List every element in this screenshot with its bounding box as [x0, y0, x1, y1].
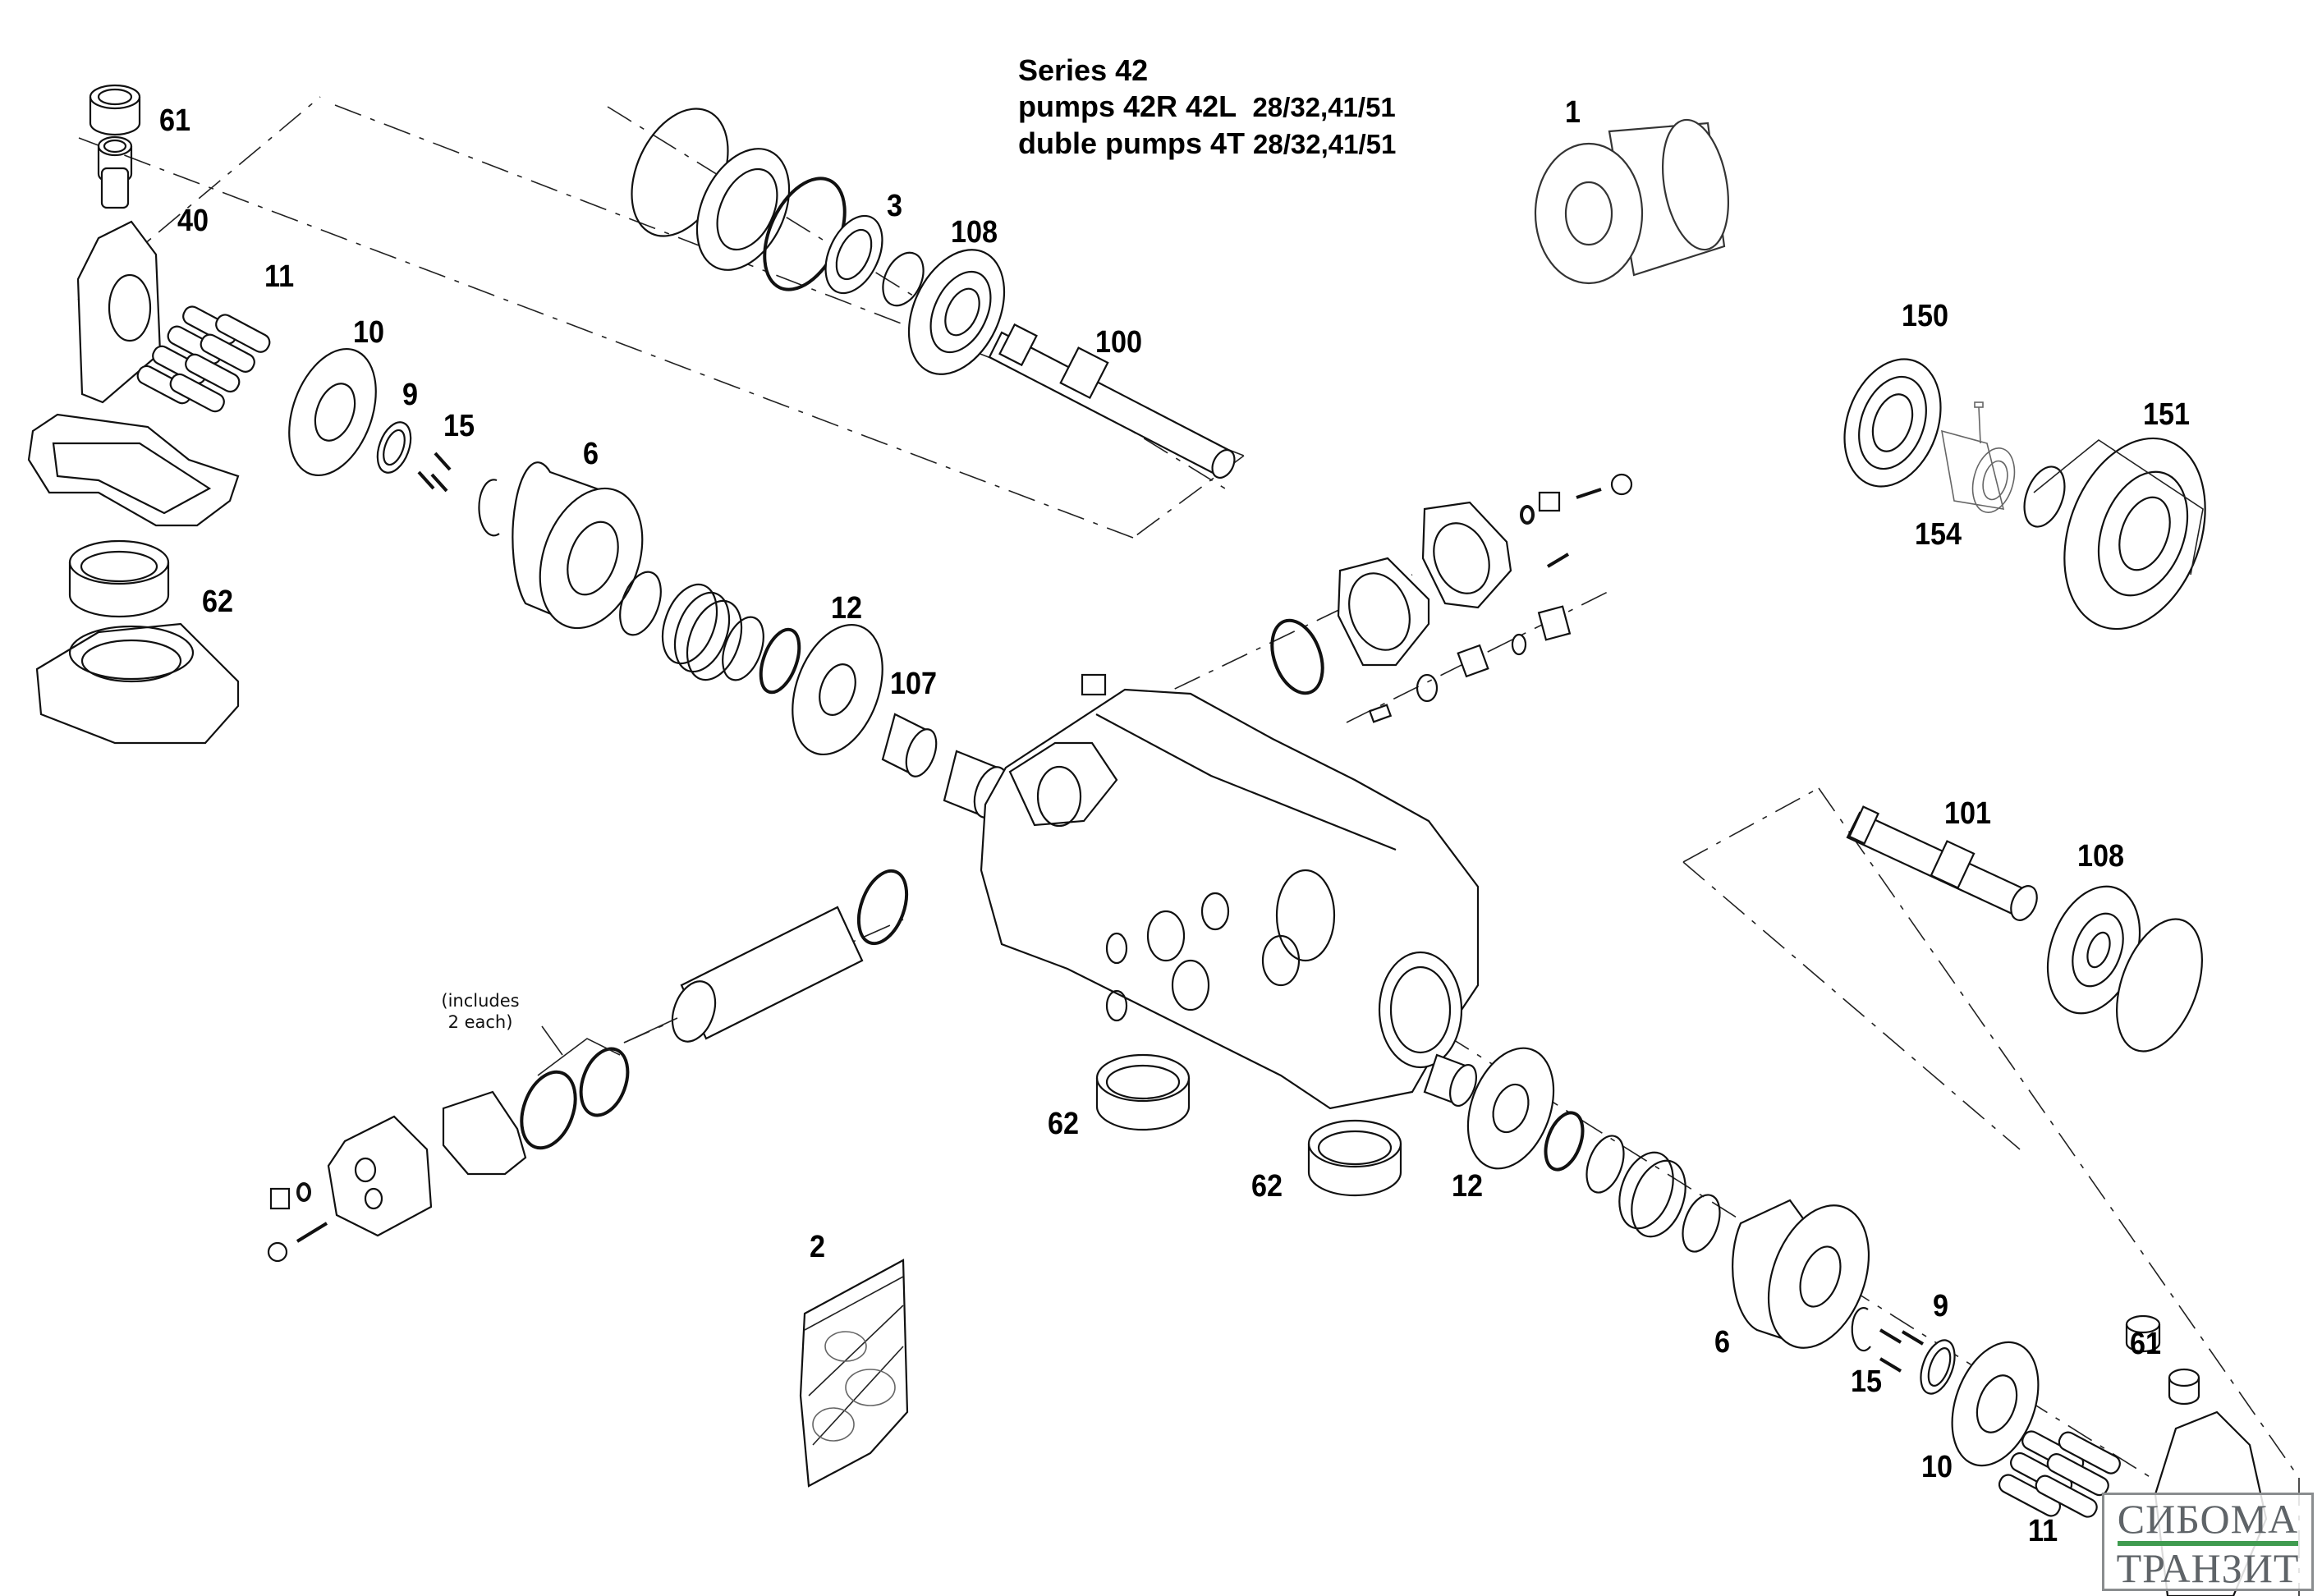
- part-107-needle-bearing-lower: [1423, 1053, 1477, 1107]
- retaining-ring-lower: [1851, 1307, 1871, 1352]
- filter-cartridge: [623, 869, 909, 1043]
- part-62-bearing-left: [68, 539, 170, 618]
- callout-12-top: 12: [831, 591, 863, 626]
- callout-40: 40: [177, 204, 209, 238]
- title-pumps-sizes: 28/32,41/51: [1252, 92, 1396, 122]
- callout-150: 150: [1902, 299, 1949, 333]
- callout-100: 100: [1095, 325, 1143, 360]
- title-double-pumps-model: duble pumps 4T: [1018, 126, 1246, 160]
- callout-12-bottom: 12: [1452, 1169, 1484, 1204]
- callout-61-top: 61: [159, 103, 191, 138]
- part-61-needle-bearing-top: [97, 135, 133, 185]
- part-9-ball-guide-lower: [1920, 1339, 1956, 1395]
- charge-relief-cover-group: [1270, 473, 1633, 723]
- charge-pump-gasket: [442, 1090, 527, 1176]
- part-151-bearing: [2033, 437, 2206, 631]
- note-line-2: 2 each): [447, 1012, 513, 1032]
- part-62-bearing-center: [1307, 1119, 1402, 1197]
- callout-15-bottom: 15: [1851, 1364, 1883, 1399]
- assembly-frame-top-left: [77, 96, 1245, 539]
- shaft-seal-group-top: [631, 108, 847, 291]
- callout-62-center-left: 62: [1048, 1107, 1080, 1141]
- callout-6-top: 6: [583, 437, 599, 471]
- part-11-pistons-top: [136, 305, 271, 413]
- callout-101: 101: [1944, 796, 1992, 831]
- callout-151: 151: [2143, 397, 2191, 432]
- part-11-pistons-lower: [1998, 1430, 2121, 1518]
- callout-10-bottom: 10: [1921, 1450, 1953, 1484]
- title-double-pumps-sizes: 28/32,41/51: [1253, 129, 1397, 159]
- part-101-input-shaft: [1846, 805, 2038, 921]
- title-pumps: pumps 42R 42L 28/32,41/51: [1018, 89, 1396, 126]
- part-62-bearing-center-left: [1095, 1053, 1191, 1131]
- callout-11-top: 11: [264, 259, 295, 294]
- callout-1: 1: [1565, 95, 1581, 130]
- part-108-ball-bearing-right: [2046, 885, 2141, 1015]
- logo-divider-bar: [2118, 1541, 2298, 1546]
- callout-6-bottom: 6: [1714, 1325, 1731, 1360]
- retaining-ring-top: [478, 479, 500, 537]
- part-10-retainer-lower: [1951, 1341, 2040, 1467]
- part-61-bearing-lower: [2125, 1314, 2200, 1406]
- callout-62-center: 62: [1251, 1169, 1283, 1204]
- charge-pump-cover: [267, 1115, 433, 1263]
- callout-62-left: 62: [202, 585, 234, 619]
- part-12-valve-plate-lower: [1466, 1047, 1555, 1170]
- callout-154: 154: [1915, 517, 1962, 552]
- logo-line-1: СИБОМА: [2117, 1496, 2299, 1542]
- part-10-retainer-top: [288, 347, 377, 477]
- title-double-pumps: duble pumps 4T 28/32,41/51: [1018, 126, 1396, 163]
- callout-3: 3: [887, 189, 903, 223]
- spring-set-top: [619, 571, 801, 695]
- part-2-seal-kit-bag: [799, 1259, 909, 1488]
- part-3-shaft-seal: [824, 214, 883, 295]
- sibomatransit-watermark-logo: СИБОМА ТРАНЗИТ: [2102, 1493, 2314, 1591]
- callout-107: 107: [890, 667, 938, 701]
- callout-10-top: 10: [353, 315, 385, 350]
- callout-15-top: 15: [443, 409, 475, 443]
- part-150-gerotor: [1843, 358, 1942, 488]
- part-40-swashplate: [76, 167, 162, 404]
- part-15-pins-top: [417, 452, 452, 493]
- snap-ring-top: [882, 251, 925, 307]
- includes-2-each-note: (includes 2 each): [435, 990, 525, 1033]
- part-108-ball-bearing-top: [907, 249, 1006, 375]
- part-107-needle-bearing: [881, 713, 938, 777]
- ring-151-adjacent: [2023, 466, 2066, 528]
- part-9-ball-guide-top: [376, 421, 412, 474]
- gasket-top-left: [27, 413, 240, 527]
- part-1-cylinder-kit: [1534, 118, 1730, 285]
- title-series: Series 42: [1018, 53, 1149, 87]
- callout-108-top: 108: [951, 215, 998, 250]
- snap-ring-right: [2115, 918, 2204, 1053]
- part-15-pins-lower: [1879, 1328, 1925, 1373]
- callout-108-right: 108: [2077, 839, 2125, 874]
- pump-housing: [980, 673, 1480, 1110]
- part-100-input-shaft: [988, 323, 1236, 479]
- logo-line-2: ТРАНЗИТ: [2116, 1545, 2300, 1591]
- part-6-cylinder-block-lower: [1732, 1199, 1870, 1349]
- part-154-coupling: [1940, 401, 2016, 513]
- callout-9-top: 9: [402, 378, 419, 412]
- callout-61-bottom: 61: [2130, 1327, 2162, 1361]
- o-rings-2-each: [520, 1025, 630, 1150]
- part-61-bushing-top: [89, 84, 141, 136]
- part-6-cylinder-block-top: [512, 461, 644, 630]
- note-line-1: (includes: [441, 991, 520, 1011]
- end-cover-left: [35, 622, 240, 745]
- callout-9-bottom: 9: [1933, 1289, 1949, 1323]
- diagram-title: Series 42 pumps 42R 42L 28/32,41/51 dubl…: [1018, 53, 1396, 163]
- callout-11-bottom: 11: [2028, 1514, 2058, 1548]
- callout-2: 2: [810, 1230, 826, 1264]
- title-pumps-model: pumps 42R 42L: [1018, 89, 1237, 123]
- spring-set-lower: [1544, 1111, 1721, 1253]
- part-12-valve-plate-top: [792, 623, 883, 756]
